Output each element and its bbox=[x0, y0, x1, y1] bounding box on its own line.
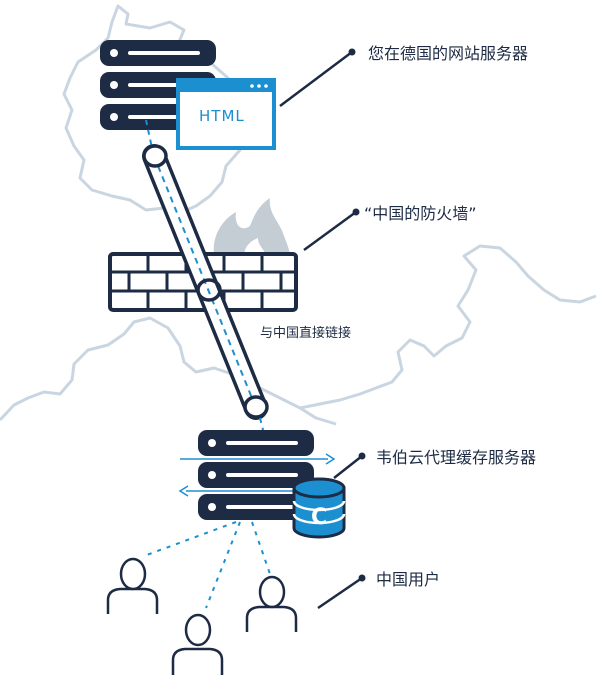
label-china-users: 中国用户 bbox=[376, 570, 441, 589]
label-germany-server: 您在德国的网站服务器 bbox=[368, 44, 529, 63]
html-window-icon bbox=[176, 78, 276, 150]
user-icon bbox=[106, 557, 159, 614]
label-direct-link: 与中国直接链接 bbox=[260, 326, 352, 341]
label-cdn-cache: 韦伯云代理缓存服务器 bbox=[376, 448, 537, 467]
html-badge-text: HTML bbox=[199, 107, 245, 125]
cdn-server-stack bbox=[198, 430, 314, 520]
label-firewall: “中国的防火墙” bbox=[364, 204, 477, 223]
user-icon bbox=[245, 575, 298, 632]
leader-cdn bbox=[333, 452, 366, 479]
traffic-arrow-left bbox=[178, 485, 300, 497]
cache-badge-text: C bbox=[311, 505, 328, 530]
leader-users bbox=[317, 574, 366, 610]
user-icon bbox=[171, 613, 224, 675]
leader-firewall bbox=[303, 208, 360, 252]
traffic-arrow-right bbox=[180, 453, 336, 465]
cache-database-icon bbox=[292, 477, 346, 539]
flame-icon bbox=[213, 198, 290, 256]
user-connection-lines bbox=[143, 521, 271, 609]
leader-germany-server bbox=[279, 48, 356, 107]
direct-link-tube bbox=[142, 144, 269, 420]
china-map-outline bbox=[0, 244, 597, 426]
link-dashes-top bbox=[145, 119, 153, 149]
